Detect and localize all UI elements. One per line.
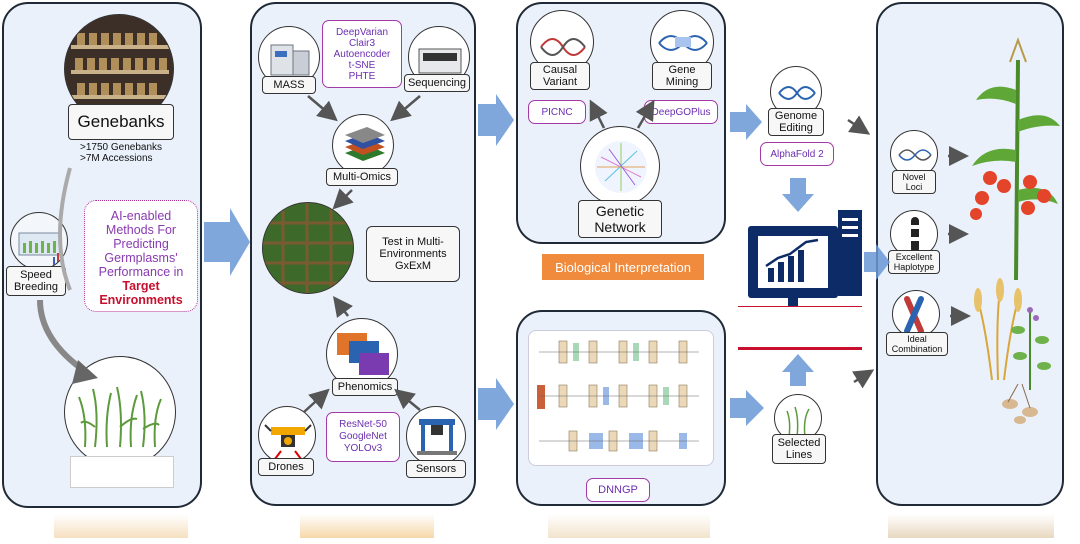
arrow-panel1-to-panel2 bbox=[204, 208, 250, 276]
mass-label: MASS bbox=[262, 76, 316, 94]
target-environments-text: Target Environments bbox=[99, 279, 183, 307]
panel5-caption-strip bbox=[888, 514, 1054, 538]
computer-tower bbox=[838, 210, 862, 296]
biological-interpretation-banner: Biological Interpretation bbox=[542, 254, 704, 280]
genebanks-title: Genebanks bbox=[68, 104, 174, 140]
dnngp-architecture-diagram bbox=[528, 330, 714, 466]
field-plots-image bbox=[262, 202, 354, 294]
genetic-network-label: Genetic Network bbox=[578, 200, 662, 238]
phenomics-label: Phenomics bbox=[332, 378, 398, 396]
arrow-panel2-to-panel4 bbox=[478, 378, 514, 430]
seedling-plants-image bbox=[64, 356, 176, 468]
computer-stand bbox=[788, 298, 798, 310]
panel34-caption-strip bbox=[548, 514, 710, 538]
gene-mining-label: Gene Mining bbox=[652, 62, 712, 90]
computer-base bbox=[738, 306, 862, 350]
ai-methods-box: AI-enabled Methods For Predicting Germpl… bbox=[84, 200, 198, 312]
panel1-caption-strip bbox=[54, 514, 188, 538]
genome-editing-label: Genome Editing bbox=[768, 108, 824, 136]
excellent-haplotype-label: Excellent Haplotype bbox=[888, 250, 940, 274]
omics-tools-box: DeepVarian Clair3 Autoencoder t-SNE PHTE bbox=[322, 20, 402, 88]
selected-lines-label: Selected Lines bbox=[772, 434, 826, 464]
plant-pot bbox=[70, 456, 174, 488]
multi-env-test-label: Test in Multi- Environments GxExM bbox=[366, 226, 460, 282]
novel-loci-label: Novel Loci bbox=[892, 170, 936, 194]
genebanks-stats: >1750 Genebanks >7M Accessions bbox=[80, 142, 163, 164]
genetic-network-image bbox=[580, 126, 660, 206]
arrow-panel2-to-panel3 bbox=[478, 94, 514, 146]
chart-trend-icon bbox=[765, 238, 819, 282]
causal-variant-label: Causal Variant bbox=[530, 62, 590, 90]
drones-label: Drones bbox=[258, 458, 314, 476]
sequencing-label: Sequencing bbox=[404, 74, 470, 92]
chromosome-combination-image bbox=[892, 290, 940, 338]
panel2-caption-strip bbox=[300, 514, 434, 538]
alphafold-box: AlphaFold 2 bbox=[760, 142, 834, 166]
speed-breeding-label: Speed Breeding bbox=[6, 266, 66, 296]
speed-breeding-image bbox=[10, 212, 68, 270]
sensor-image bbox=[406, 406, 466, 466]
ideal-combination-label: Ideal Combination bbox=[886, 332, 948, 356]
picnc-box: PICNC bbox=[528, 100, 586, 124]
ai-methods-text: AI-enabled Methods For Predicting Germpl… bbox=[98, 209, 184, 279]
cnn-tools-box: ResNet-50 GoogleNet YOLOv3 bbox=[326, 412, 400, 462]
dnngp-label: DNNGP bbox=[586, 478, 650, 502]
multi-omics-label: Multi-Omics bbox=[326, 168, 398, 186]
multi-omics-image bbox=[332, 114, 394, 176]
sensors-label: Sensors bbox=[406, 460, 466, 478]
drone-image bbox=[258, 406, 316, 464]
deepgoplus-box: DeepGOPlus bbox=[644, 100, 718, 124]
computer-monitor bbox=[748, 226, 838, 298]
